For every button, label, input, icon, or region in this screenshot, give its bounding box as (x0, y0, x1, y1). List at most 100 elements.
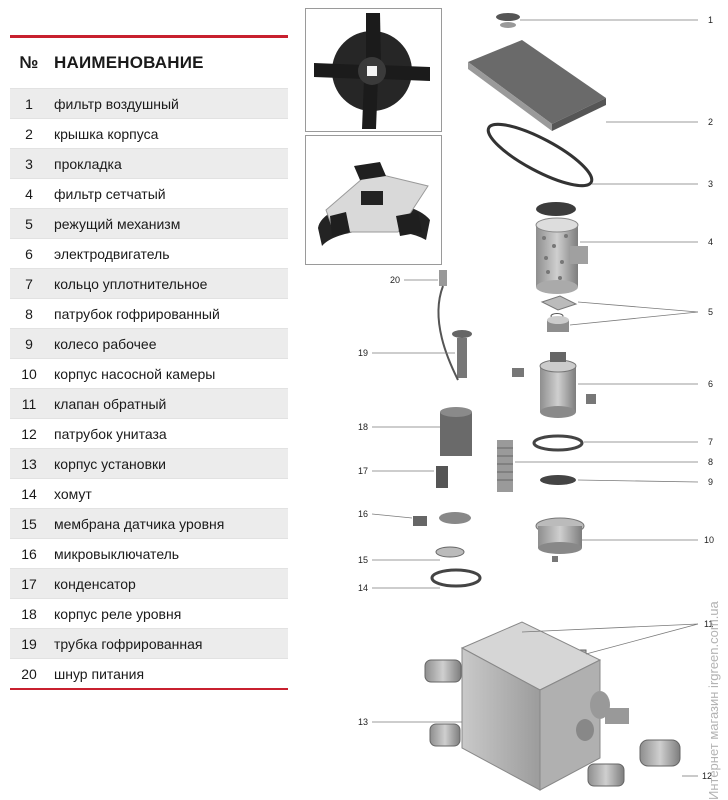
header-name: НАИМЕНОВАНИЕ (54, 53, 204, 72)
row-number: 4 (25, 185, 33, 202)
row-name: трубка гофрированная (54, 635, 203, 652)
callout-19: 19 (358, 348, 368, 358)
row-name: режущий механизм (54, 215, 181, 232)
capacitor-part (436, 466, 448, 488)
cutter-photo (305, 135, 442, 265)
table-row: 20 шнур питания (10, 658, 288, 688)
leader-lines (371, 19, 699, 777)
row-name: корпус установки (54, 455, 166, 472)
row-number: 9 (25, 335, 33, 352)
micro-switch-part (413, 512, 471, 526)
row-name: патрубок гофрированный (54, 305, 220, 322)
housing-lid-part (468, 40, 606, 131)
row-name: хомут (54, 485, 92, 502)
row-name: крышка корпуса (54, 125, 159, 142)
callout-10: 10 (704, 535, 714, 545)
row-name: шнур питания (54, 665, 145, 682)
row-number: 8 (25, 305, 33, 322)
table-row: 19 трубка гофрированная (10, 628, 288, 658)
row-number: 2 (25, 125, 33, 142)
table-row: 10 корпус насосной камеры (10, 358, 288, 388)
membrane-part (435, 546, 465, 558)
clamp-part (430, 568, 482, 588)
power-cord-part (437, 270, 459, 381)
callout-20: 20 (390, 275, 400, 285)
row-name: фильтр воздушный (54, 95, 179, 112)
watermark-text: Интернет магазин irgreen.com.ua (706, 601, 721, 800)
row-name: микровыключатель (54, 545, 180, 562)
row-number: 3 (25, 155, 33, 172)
table-row: 2 крышка корпуса (10, 118, 288, 148)
air-filter-part (496, 13, 520, 28)
callout-17: 17 (358, 466, 368, 476)
row-name: кольцо уплотнительное (54, 275, 208, 292)
table-row: 6 электродвигатель (10, 238, 288, 268)
impeller-part (540, 475, 576, 485)
cutting-mechanism-part (540, 295, 578, 332)
corrugated-branch-part (497, 440, 513, 492)
unit-housing-part (460, 621, 610, 791)
callout-3: 3 (708, 179, 713, 189)
table-row: 7 кольцо уплотнительное (10, 268, 288, 298)
callout-18: 18 (358, 422, 368, 432)
row-name: фильтр сетчатый (54, 185, 166, 202)
row-number: 18 (21, 605, 37, 622)
header-number: № (19, 53, 39, 72)
callout-6: 6 (708, 379, 713, 389)
corrugated-tube-part (452, 330, 472, 378)
impeller-image (314, 13, 430, 129)
row-number: 5 (25, 215, 33, 232)
mesh-filter-part (535, 202, 588, 294)
seal-ring-part (532, 434, 584, 452)
row-number: 10 (21, 365, 37, 382)
table-row: 16 микровыключатель (10, 538, 288, 568)
row-number: 1 (25, 95, 33, 112)
callout-13: 13 (358, 717, 368, 727)
row-number: 20 (21, 665, 37, 682)
row-number: 12 (21, 425, 37, 442)
level-relay-part (440, 407, 472, 456)
table-row: 13 корпус установки (10, 448, 288, 478)
callout-15: 15 (358, 555, 368, 565)
row-name: клапан обратный (54, 395, 167, 412)
table-row: 8 патрубок гофрированный (10, 298, 288, 328)
callout-11: 11 (704, 619, 713, 629)
callout-12: 12 (702, 771, 712, 781)
row-number: 15 (21, 515, 37, 532)
table-row: 5 режущий механизм (10, 208, 288, 238)
motor-part (512, 352, 596, 418)
row-name: электродвигатель (54, 245, 170, 262)
toilet-pipe-part (424, 659, 681, 787)
callout-14: 14 (358, 583, 368, 593)
callout-4: 4 (708, 237, 713, 247)
callout-2: 2 (708, 117, 713, 127)
table-bottom-rule (10, 688, 288, 690)
row-number: 13 (21, 455, 37, 472)
row-name: конденсатор (54, 575, 136, 592)
parts-table: № НАИМЕНОВАНИЕ 1 фильтр воздушный 2 крышка … (10, 35, 288, 690)
table-row: 14 хомут (10, 478, 288, 508)
row-number: 14 (21, 485, 37, 502)
row-number: 6 (25, 245, 33, 262)
table-row: 12 патрубок унитаза (10, 418, 288, 448)
row-name: патрубок унитаза (54, 425, 167, 442)
row-number: 7 (25, 275, 33, 292)
row-number: 19 (21, 635, 37, 652)
cutter-image (318, 162, 430, 246)
gasket-part (486, 122, 594, 188)
table-header: № НАИМЕНОВАНИЕ (10, 38, 288, 88)
callout-7: 7 (708, 437, 713, 447)
pump-chamber-part (535, 517, 585, 562)
table-row: 4 фильтр сетчатый (10, 178, 288, 208)
callout-5: 5 (708, 307, 713, 317)
row-name: корпус насосной камеры (54, 365, 216, 382)
row-number: 16 (21, 545, 37, 562)
callout-16: 16 (358, 509, 368, 519)
